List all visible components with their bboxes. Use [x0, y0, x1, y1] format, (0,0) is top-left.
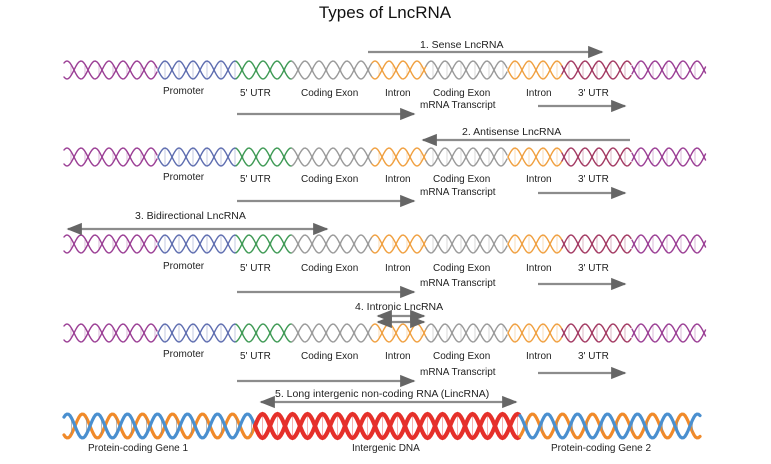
utr5-helix — [235, 234, 293, 254]
downstream-helix — [631, 234, 707, 254]
promoter-label: Promoter — [163, 349, 205, 360]
arrow-layer — [66, 45, 630, 409]
type-antisense-label: 2. Antisense LncRNA — [462, 126, 561, 138]
utr3-label: 3' UTR — [578, 174, 609, 185]
utr3-helix — [561, 323, 632, 343]
intron-1-label: Intron — [385, 263, 411, 274]
intron-2-label: Intron — [526, 88, 552, 99]
promoter-helix — [157, 60, 237, 80]
intron-1-label: Intron — [385, 351, 411, 362]
promoter-label: Promoter — [163, 172, 205, 183]
downstream-helix — [631, 60, 707, 80]
type-lincrna-label: 5. Long intergenic non-coding RNA (LincR… — [275, 388, 489, 400]
utr5-label: 5' UTR — [240, 88, 271, 99]
coding-exon-2-label: Coding Exon — [433, 88, 490, 99]
intron-1-helix — [371, 60, 427, 80]
upstream-helix — [63, 323, 158, 343]
coding-exon-1-label: Coding Exon — [301, 88, 358, 99]
gene2-helix-blue — [518, 412, 702, 440]
promoter-label: Promoter — [163, 86, 205, 97]
utr3-helix — [561, 234, 632, 254]
utr5-helix — [235, 323, 293, 343]
coding-exon-1-label: Coding Exon — [301, 174, 358, 185]
mrna-label: mRNA Transcript — [420, 100, 496, 111]
intron-2-helix — [507, 147, 563, 167]
intron-2-label: Intron — [526, 263, 552, 274]
intron-2-helix — [507, 323, 563, 343]
upstream-helix — [63, 234, 158, 254]
coding-exon-1-label: Coding Exon — [301, 263, 358, 274]
coding-exon-1-helix — [291, 234, 373, 254]
coding-exon-1-helix — [291, 323, 373, 343]
utr3-label: 3' UTR — [578, 351, 609, 362]
utr5-label: 5' UTR — [240, 263, 271, 274]
upstream-helix — [63, 147, 158, 167]
promoter-label: Promoter — [163, 261, 205, 272]
intron-2-helix — [507, 234, 563, 254]
type-sense-label: 1. Sense LncRNA — [420, 39, 503, 51]
downstream-helix — [631, 147, 707, 167]
promoter-helix — [157, 234, 237, 254]
coding-exon-2-helix — [425, 323, 508, 343]
utr5-helix — [235, 60, 293, 80]
intron-2-helix — [507, 60, 563, 80]
coding-exon-2-label: Coding Exon — [433, 351, 490, 362]
intron-2-label: Intron — [526, 174, 552, 185]
utr3-helix — [561, 147, 632, 167]
mrna-label: mRNA Transcript — [420, 367, 496, 378]
utr5-label: 5' UTR — [240, 351, 271, 362]
utr3-label: 3' UTR — [578, 88, 609, 99]
promoter-helix — [157, 323, 237, 343]
upstream-helix — [63, 60, 158, 80]
intergenic-dna-label: Intergenic DNA — [352, 443, 420, 454]
utr5-helix — [235, 147, 293, 167]
coding-exon-1-label: Coding Exon — [301, 351, 358, 362]
mrna-label: mRNA Transcript — [420, 278, 496, 289]
coding-exon-2-helix — [425, 234, 508, 254]
diagram-title: Types of LncRNA — [319, 3, 452, 22]
downstream-helix — [631, 323, 707, 343]
mrna-label: mRNA Transcript — [420, 187, 496, 198]
coding-exon-2-label: Coding Exon — [433, 174, 490, 185]
gene1-helix-blue — [62, 412, 257, 440]
coding-exon-2-helix — [425, 60, 508, 80]
gene1-label: Protein-coding Gene 1 — [88, 443, 189, 454]
utr3-label: 3' UTR — [578, 263, 609, 274]
type-bidirectional-label: 3. Bidirectional LncRNA — [135, 210, 246, 222]
utr3-helix — [561, 60, 632, 80]
intron-1-helix — [371, 234, 427, 254]
helix-layer — [62, 60, 707, 441]
intron-1-label: Intron — [385, 174, 411, 185]
coding-exon-1-helix — [291, 147, 373, 167]
intron-1-helix — [371, 323, 427, 343]
coding-exon-1-helix — [291, 60, 373, 80]
intron-1-label: Intron — [385, 88, 411, 99]
type-intronic-label: 4. Intronic LncRNA — [355, 301, 443, 313]
intron-2-label: Intron — [526, 351, 552, 362]
coding-exon-2-label: Coding Exon — [433, 263, 490, 274]
utr5-label: 5' UTR — [240, 174, 271, 185]
intron-1-helix — [371, 147, 427, 167]
promoter-helix — [157, 147, 237, 167]
coding-exon-2-helix — [425, 147, 508, 167]
intergenic-helix — [252, 411, 522, 441]
gene2-label: Protein-coding Gene 2 — [551, 443, 652, 454]
